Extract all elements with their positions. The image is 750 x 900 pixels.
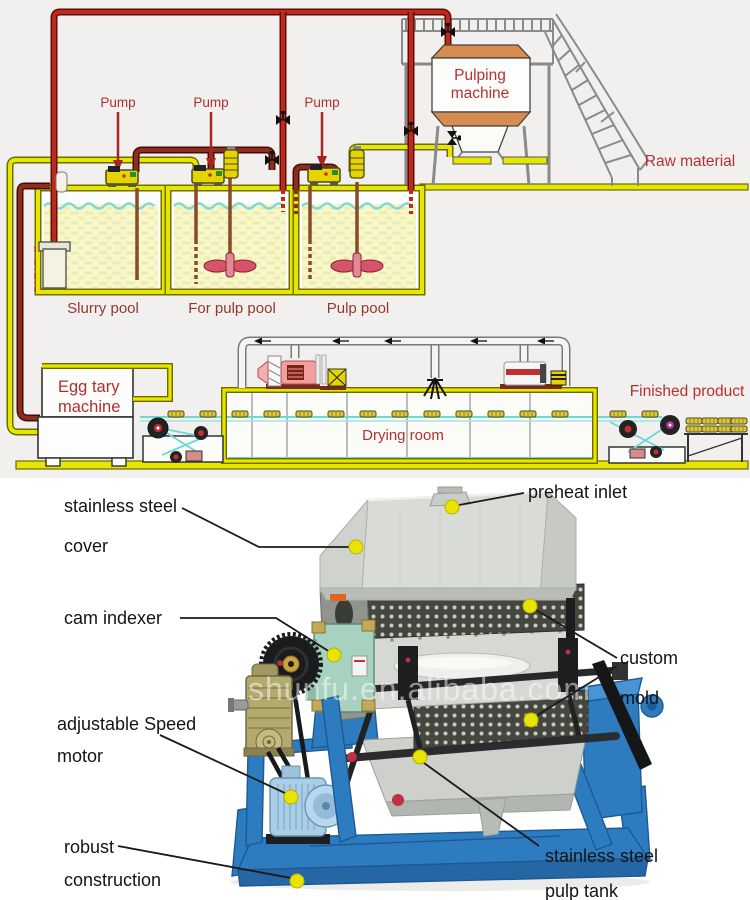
cover-label-line2: cover	[64, 536, 108, 556]
annotation-adjustable-speed-motor: adjustable Speed motor	[57, 714, 299, 805]
agitator-motor-2	[223, 145, 239, 179]
lower-mold-plate	[413, 689, 589, 751]
flow-diagram: Pulping machine Pump Pump Pump Slurry po…	[0, 0, 750, 478]
marker-dot	[523, 712, 539, 728]
raw-material-label: Raw material	[645, 153, 735, 170]
finished-product-area: Finished product	[608, 383, 748, 464]
pump-2-arrow	[206, 158, 216, 170]
pump-3-arrow	[317, 156, 327, 168]
annotation-custom-mold: custom mold	[522, 598, 678, 728]
egg-tray-forming-machine: Egg tary machine	[37, 363, 173, 467]
leader-line	[180, 617, 331, 653]
construction-label-line1: robust	[64, 837, 114, 857]
egg-tray-machine-label-line2: machine	[58, 398, 120, 416]
pump-3: Pump	[304, 95, 365, 186]
pump-3-label: Pump	[304, 95, 339, 110]
front-frame-brace	[321, 695, 357, 843]
leader-line	[535, 665, 618, 717]
vent-cylinder	[55, 171, 68, 193]
pump-2: Pump	[191, 95, 239, 187]
for-pulp-pool-label: For pulp pool	[188, 300, 276, 317]
leader-line	[181, 507, 349, 548]
hot-air-ducts	[237, 336, 571, 388]
pulp-tank-label-line1: stainless steel	[545, 846, 658, 866]
cam-indexer-label: cam indexer	[64, 608, 162, 628]
leader-line	[423, 762, 540, 847]
marker-dot	[283, 789, 299, 805]
pulping-stairs	[544, 13, 649, 186]
pump-1: Pump	[100, 95, 139, 188]
speed-motor-label-line2: motor	[57, 746, 103, 766]
machine-photo: shunfu.en.alibaba.com stainless steel co…	[0, 478, 750, 900]
leader-line	[535, 609, 618, 659]
annotation-stainless-steel-cover: stainless steel cover	[64, 496, 364, 556]
marker-dot	[289, 873, 305, 889]
pulping-machine: Pulping machine	[430, 44, 548, 186]
agitator-motor-3	[349, 145, 365, 179]
leader-line	[159, 734, 288, 795]
pulp-pool-label: Pulp pool	[327, 300, 390, 317]
egg-tray-machine-label-line1: Egg tary	[58, 378, 120, 396]
pulp-tank-label-line2: pulp tank	[545, 881, 619, 900]
burner-heater-1	[257, 354, 347, 390]
red-knob	[347, 752, 357, 762]
slurry-pool-label: Slurry pool	[67, 300, 139, 317]
pump-2-label: Pump	[193, 95, 228, 110]
red-wheel	[392, 794, 404, 806]
watermark: shunfu.en.alibaba.com	[248, 671, 591, 707]
drying-room-label: Drying room	[362, 427, 444, 444]
pulping-machine-label-line1: Pulping	[454, 67, 506, 84]
transfer-conveyor	[142, 417, 224, 463]
finished-product-label: Finished product	[630, 383, 745, 400]
agitator-for-pulp-pool	[203, 172, 257, 278]
pulping-machine-label-line2: machine	[451, 85, 510, 102]
annotation-pulp-tank: stainless steel pulp tank	[412, 749, 658, 900]
custom-mold-label-line1: custom	[620, 648, 678, 668]
leader-line	[117, 845, 292, 879]
marker-dot	[522, 598, 538, 614]
custom-mold-label-line2: mold	[620, 688, 659, 708]
cover-label-line1: stainless steel	[64, 496, 177, 516]
preheat-inlet-label: preheat inlet	[528, 482, 627, 502]
pump-1-label: Pump	[100, 95, 135, 110]
annotation-robust-construction: robust construction	[64, 837, 305, 890]
marker-dot	[348, 539, 364, 555]
annotation-cam-indexer: cam indexer	[64, 608, 342, 663]
sprinkler	[423, 377, 447, 400]
mold-clamp-rods	[322, 598, 652, 819]
marker-dot	[326, 647, 342, 663]
worm-gearbox	[228, 663, 295, 757]
speed-motor-label-line1: adjustable Speed	[57, 714, 196, 734]
slurry-pool-suction	[34, 241, 71, 292]
leader-line	[458, 492, 525, 506]
construction-label-line2: construction	[64, 870, 161, 890]
annotation-preheat-inlet: preheat inlet	[444, 482, 627, 515]
burner-heater-2	[500, 361, 567, 389]
marker-dot	[444, 499, 460, 515]
marker-dot	[412, 749, 428, 765]
stainless-steel-cover	[319, 486, 577, 601]
agitator-pulp-pool	[330, 182, 384, 278]
drying-room: Drying room	[140, 387, 662, 464]
